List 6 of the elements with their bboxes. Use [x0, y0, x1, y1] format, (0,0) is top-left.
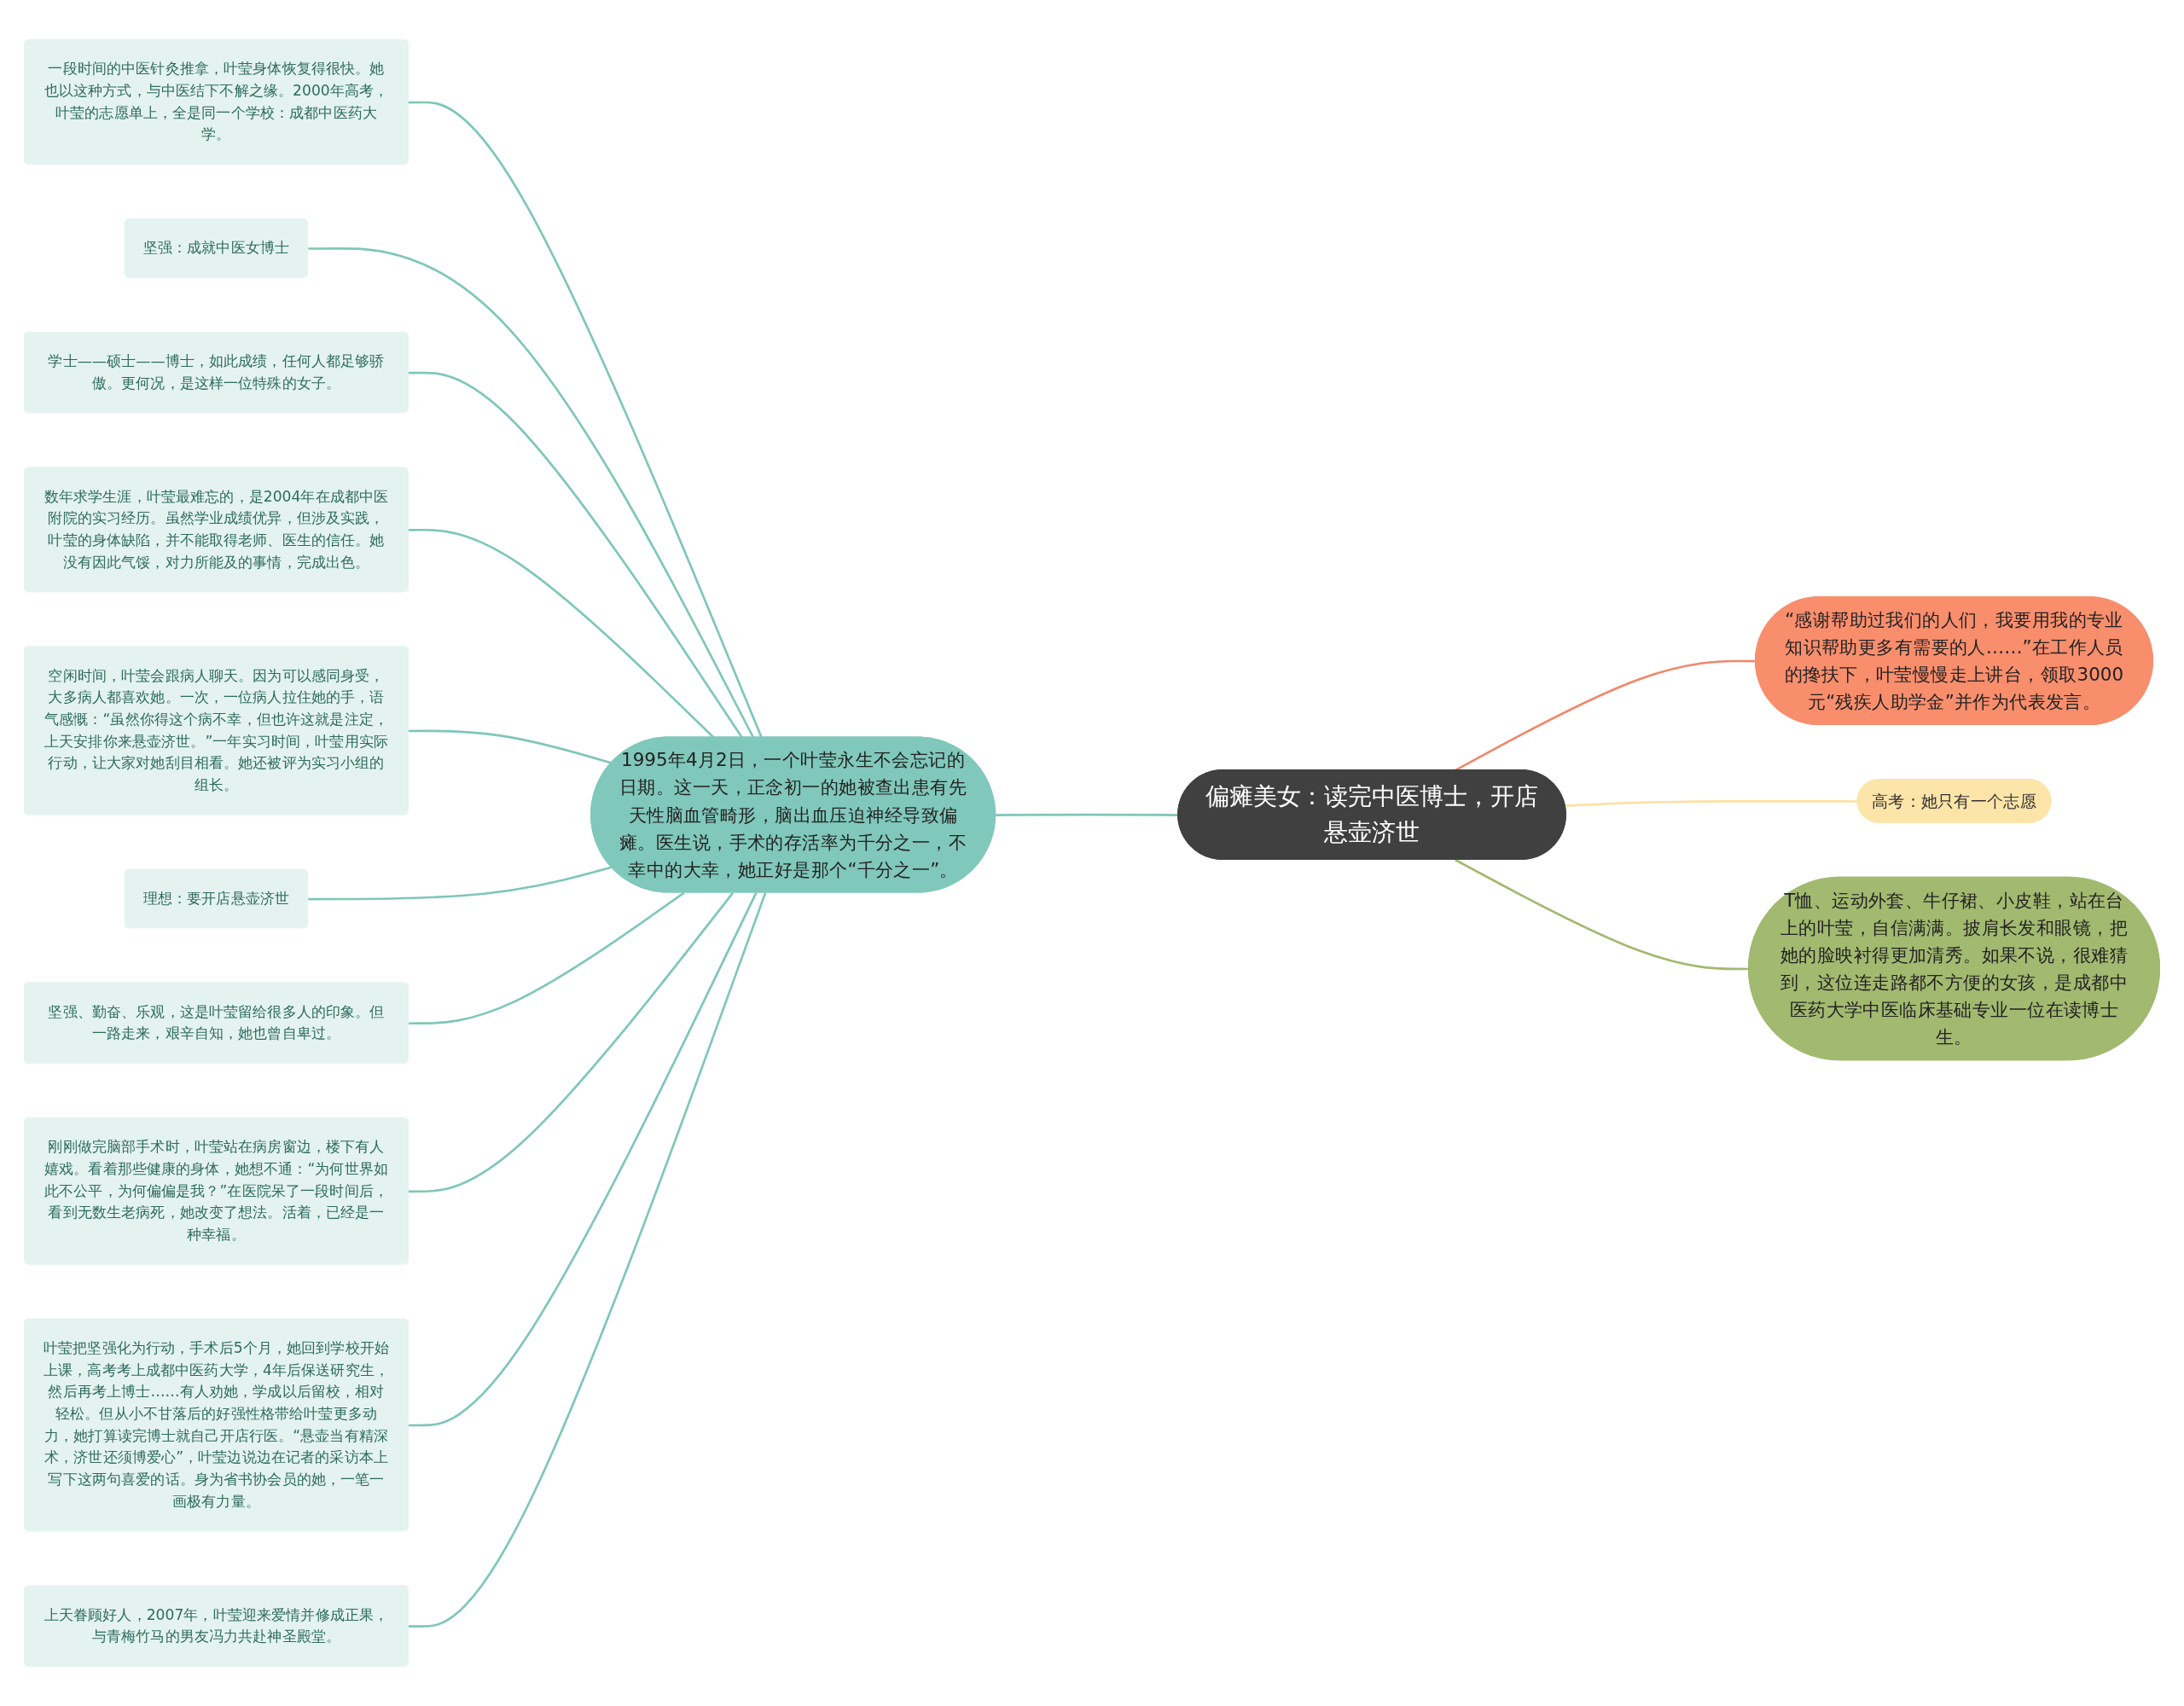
connector [408, 892, 758, 1427]
connector [408, 891, 735, 1193]
connector [408, 891, 685, 1025]
connector [408, 892, 767, 1628]
connector [1565, 800, 1858, 807]
connector [308, 866, 613, 901]
